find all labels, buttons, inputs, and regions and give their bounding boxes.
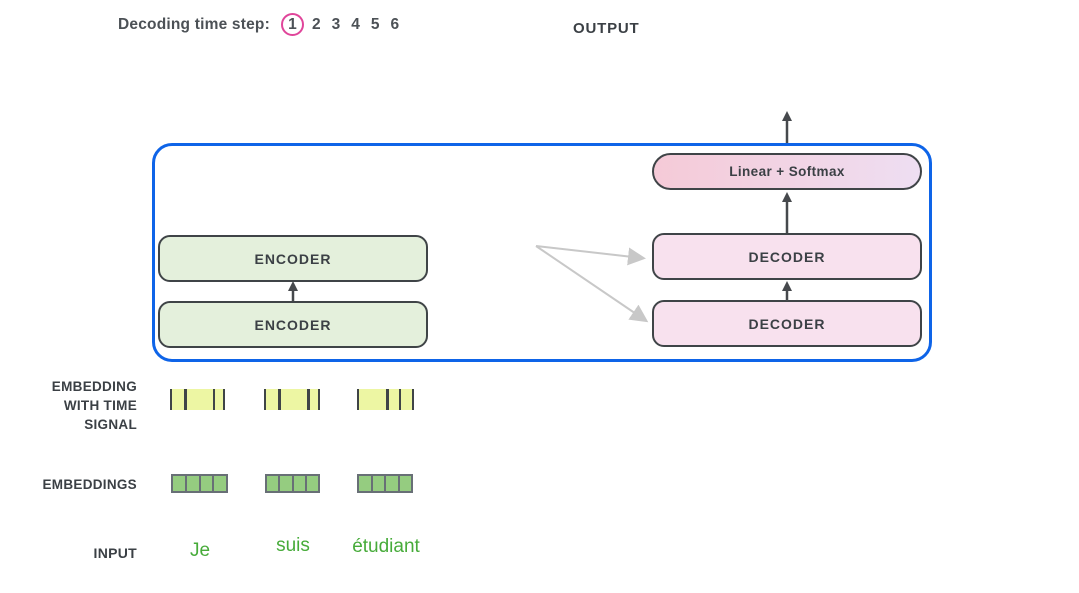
embedding-cell	[307, 476, 318, 491]
vector-divider	[278, 389, 281, 410]
embedding-with-time-signal-label: EMBEDDING WITH TIME SIGNAL	[51, 379, 137, 432]
encoder-box-bottom: ENCODER	[158, 301, 428, 348]
decoding-time-step-row: Decoding time step: 1 2 3 4 5 6	[118, 13, 399, 36]
vector-divider	[184, 389, 187, 410]
encoder-to-decoder-arrows-icon	[535, 245, 649, 323]
decoding-time-step-label: Decoding time step:	[118, 15, 270, 33]
time-signal-vector-2	[264, 389, 320, 410]
time-step-3[interactable]: 3	[331, 15, 341, 33]
output-label: OUTPUT	[573, 20, 640, 37]
time-step-1-selected[interactable]: 1	[280, 13, 304, 36]
embeddings-label: EMBEDDINGS	[42, 477, 137, 492]
decoder-box-top: DECODER	[652, 233, 922, 280]
time-step-6[interactable]: 6	[390, 15, 400, 33]
vector-divider	[386, 389, 389, 410]
embedding-cell	[359, 476, 373, 491]
decoder-stack-up-arrow-icon	[782, 281, 792, 301]
time-step-5[interactable]: 5	[370, 15, 380, 33]
time-step-4[interactable]: 4	[351, 15, 360, 33]
embedding-cell	[294, 476, 307, 491]
embedding-vector-1	[171, 474, 228, 493]
output-up-arrow-icon	[782, 111, 792, 143]
transformer-container-outline	[152, 143, 932, 362]
input-word-je: Je	[189, 540, 211, 561]
embedding-cell	[173, 476, 187, 491]
input-word-etudiant: étudiant	[352, 536, 420, 557]
time-signal-vector-1	[170, 389, 225, 410]
embedding-cell	[267, 476, 281, 491]
time-step-2[interactable]: 2	[311, 15, 321, 33]
embedding-cell	[386, 476, 400, 491]
vector-divider	[212, 389, 216, 410]
decoder-to-linear-up-arrow-icon	[782, 192, 792, 233]
embedding-cell	[280, 476, 294, 491]
vector-divider	[307, 389, 310, 410]
embedding-cell	[214, 476, 226, 491]
input-word-suis: suis	[276, 535, 310, 556]
embedding-vector-3	[357, 474, 413, 493]
decoder-box-bottom: DECODER	[652, 300, 922, 347]
embedding-cell	[373, 476, 386, 491]
embedding-cell	[201, 476, 215, 491]
linear-softmax-box: Linear + Softmax	[652, 153, 922, 190]
encoder-box-top: ENCODER	[158, 235, 428, 282]
input-label: INPUT	[93, 545, 137, 561]
encoder-stack-up-arrow-icon	[288, 281, 298, 301]
embedding-cell	[400, 476, 412, 491]
embedding-vector-2	[265, 474, 320, 493]
time-signal-vector-3	[357, 389, 414, 410]
embedding-cell	[187, 476, 201, 491]
vector-divider	[398, 389, 402, 410]
